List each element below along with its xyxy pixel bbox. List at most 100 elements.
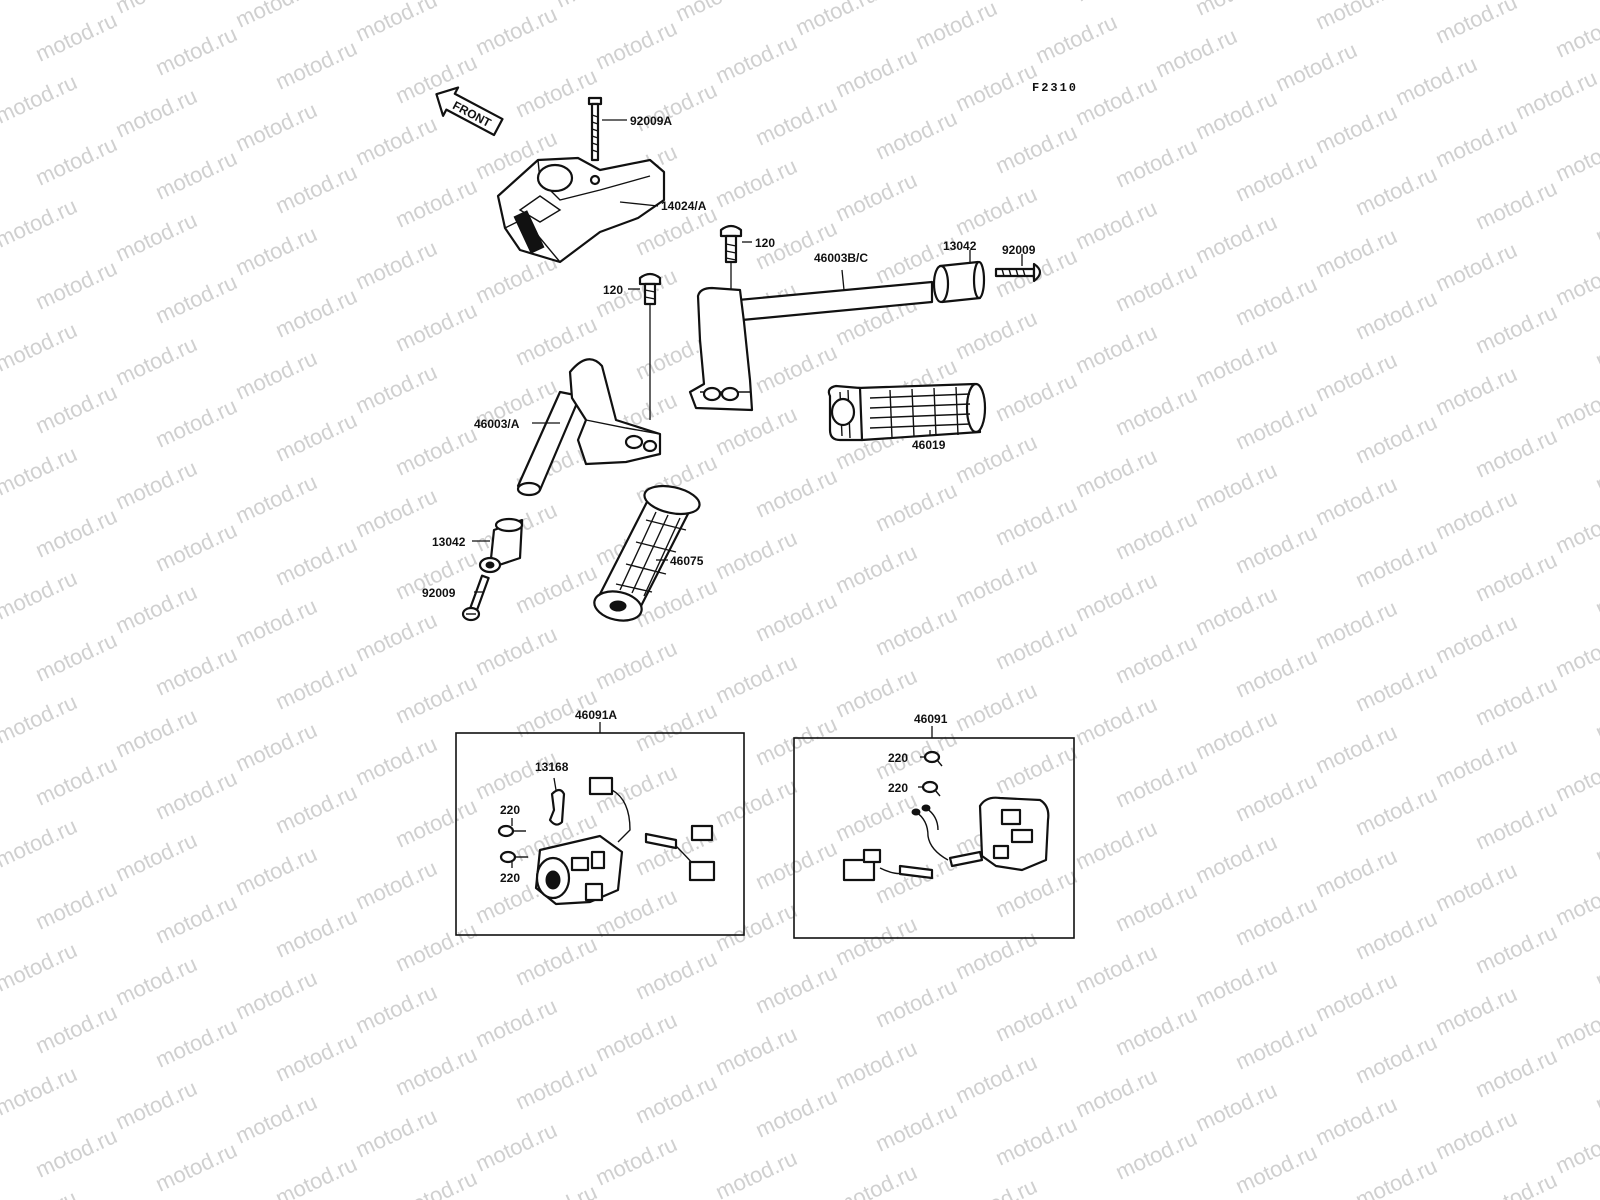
watermark-text: motod.ru (792, 0, 881, 41)
watermark-text: motod.ru (112, 827, 201, 886)
screw-92009-right (994, 262, 1042, 283)
watermark-text: motod.ru (952, 677, 1041, 736)
watermark-text: motod.ru (1112, 877, 1201, 936)
watermark-text: motod.ru (1432, 981, 1521, 1040)
watermark-text: motod.ru (392, 669, 481, 728)
watermark-text: motod.ru (992, 491, 1081, 550)
screw-220-b (499, 850, 528, 868)
watermark-text: motod.ru (1232, 519, 1321, 578)
watermark-text: motod.ru (1592, 685, 1600, 744)
watermark-text: motod.ru (1552, 1119, 1600, 1178)
watermark-text: motod.ru (1152, 23, 1241, 82)
watermark-text: motod.ru (232, 97, 321, 156)
watermark-text: motod.ru (0, 193, 81, 252)
switch-box-46091 (793, 737, 1075, 939)
watermark-text: motod.ru (1592, 1057, 1600, 1116)
watermark-text: motod.ru (112, 703, 201, 762)
watermark-text: motod.ru (112, 951, 201, 1010)
watermark-text: motod.ru (552, 0, 641, 13)
watermark-text: motod.ru (1072, 691, 1161, 750)
watermark-text: motod.ru (992, 367, 1081, 426)
watermark-text: motod.ru (1032, 9, 1121, 68)
watermark-text: motod.ru (912, 0, 1001, 55)
watermark-text: motod.ru (952, 1173, 1041, 1200)
label-13042-left: 13042 (432, 535, 466, 549)
watermark-text: motod.ru (0, 69, 81, 128)
watermark-text: motod.ru (1192, 333, 1281, 392)
watermark-text: motod.ru (352, 1103, 441, 1162)
watermark-text: motod.ru (0, 441, 81, 500)
watermark-text: motod.ru (1312, 719, 1401, 778)
grip-46019 (827, 382, 987, 442)
watermark-text: motod.ru (992, 1111, 1081, 1170)
watermark-text: motod.ru (352, 855, 441, 914)
watermark-text: motod.ru (1432, 609, 1521, 668)
watermark-text: motod.ru (952, 181, 1041, 240)
label-120-left: 120 (603, 283, 623, 297)
watermark-text: motod.ru (1432, 237, 1521, 296)
watermark-text: motod.ru (1112, 133, 1201, 192)
watermark-text: motod.ru (1552, 871, 1600, 930)
bar-end-13042-right (932, 260, 986, 304)
watermark-text: motod.ru (352, 111, 441, 170)
watermark-text: motod.ru (632, 945, 721, 1004)
watermark-text: motod.ru (1432, 857, 1521, 916)
watermark-text: motod.ru (992, 987, 1081, 1046)
watermark-text: motod.ru (152, 765, 241, 824)
watermark-text: motod.ru (0, 0, 81, 5)
watermark-text: motod.ru (1512, 65, 1600, 124)
watermark-text: motod.ru (1192, 0, 1281, 21)
watermark-text: motod.ru (1472, 299, 1561, 358)
watermark-text: motod.ru (632, 697, 721, 756)
watermark-text: motod.ru (1232, 395, 1321, 454)
watermark-text: motod.ru (392, 1165, 481, 1200)
watermark-text: motod.ru (1232, 147, 1321, 206)
watermark-text: motod.ru (1472, 423, 1561, 482)
watermark-text: motod.ru (1232, 891, 1321, 950)
watermark-text: motod.ru (1352, 905, 1441, 964)
watermark-text: motod.ru (592, 635, 681, 694)
watermark-text: motod.ru (232, 345, 321, 404)
watermark-text: motod.ru (352, 731, 441, 790)
watermark-text: motod.ru (512, 63, 601, 122)
watermark-text: motod.ru (1312, 223, 1401, 282)
watermark-text: motod.ru (272, 407, 361, 466)
label-220-d: 220 (888, 781, 908, 795)
label-120-right: 120 (755, 236, 775, 250)
watermark-text: motod.ru (1552, 251, 1600, 310)
watermark-text: motod.ru (1312, 967, 1401, 1026)
watermark-text: motod.ru (832, 663, 921, 722)
watermark-text: motod.ru (0, 1185, 81, 1200)
watermark-text: motod.ru (872, 477, 961, 536)
watermark-text: motod.ru (232, 841, 321, 900)
watermark-text: motod.ru (952, 925, 1041, 984)
watermark-text: motod.ru (0, 1061, 81, 1120)
watermark-text: motod.ru (272, 655, 361, 714)
watermark-text: motod.ru (1472, 919, 1561, 978)
watermark-text: motod.ru (872, 601, 961, 660)
watermark-text: motod.ru (472, 745, 561, 804)
watermark-text: motod.ru (1352, 781, 1441, 840)
watermark-text: motod.ru (1072, 0, 1161, 7)
watermark-text: motod.ru (1192, 457, 1281, 516)
watermark-text: motod.ru (152, 1137, 241, 1196)
watermark-text: motod.ru (112, 331, 201, 390)
watermark-text: motod.ru (1232, 271, 1321, 330)
watermark-text: motod.ru (32, 627, 121, 686)
watermark-text: motod.ru (1592, 561, 1600, 620)
watermark-text: motod.ru (1392, 51, 1481, 110)
watermark-text: motod.ru (992, 119, 1081, 178)
watermark-text: motod.ru (352, 0, 441, 47)
watermark-text: motod.ru (112, 83, 201, 142)
bar-end-13042-left (478, 517, 524, 574)
watermark-text: motod.ru (712, 649, 801, 708)
watermark-text: motod.ru (1112, 629, 1201, 688)
watermark-text: motod.ru (1352, 161, 1441, 220)
watermark-text: motod.ru (1312, 347, 1401, 406)
watermark-text: motod.ru (152, 889, 241, 948)
watermark-text: motod.ru (112, 0, 201, 19)
label-220-c: 220 (888, 751, 908, 765)
watermark-text: motod.ru (112, 579, 201, 638)
watermark-text: motod.ru (232, 717, 321, 776)
